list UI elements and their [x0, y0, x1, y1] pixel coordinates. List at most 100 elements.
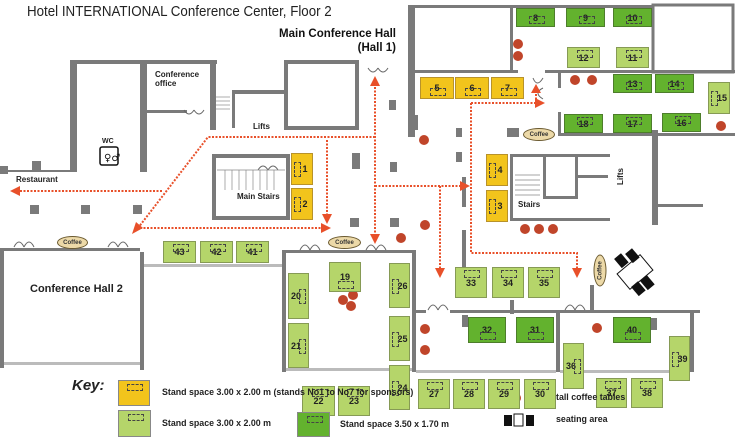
stand-11[interactable]: 11 [616, 47, 649, 68]
stand-number: 23 [348, 396, 359, 406]
stand-number: 17 [627, 118, 638, 129]
stand-31[interactable]: 31 [516, 317, 554, 343]
hall1-label-line1: Main Conference Hall [279, 28, 396, 40]
page-title: Hotel INTERNATIONAL Conference Center, F… [27, 4, 332, 20]
stand-number: 32 [481, 325, 492, 335]
stand-33[interactable]: 33 [455, 267, 487, 298]
stand-number: 35 [538, 277, 549, 288]
stand-15[interactable]: 15 [708, 82, 730, 114]
stand-3[interactable]: 3 [486, 190, 508, 222]
stand-20[interactable]: 20 [288, 273, 309, 319]
stand-12[interactable]: 12 [567, 47, 600, 68]
stand-6[interactable]: 6 [455, 77, 489, 99]
main-stairs-label: Main Stairs [237, 192, 280, 201]
seating-area [614, 248, 655, 297]
wc-icon [99, 146, 119, 166]
lifts-right-label: Lifts [615, 168, 625, 185]
stand-2[interactable]: 2 [291, 188, 313, 220]
hall1-label-line2: (Hall 1) [357, 42, 396, 54]
stand-number: 29 [498, 389, 509, 399]
stand-13[interactable]: 13 [613, 74, 652, 93]
svg-text:♀♂: ♀♂ [104, 153, 120, 164]
stand-22[interactable]: 22 [302, 386, 335, 416]
route-arrows [16, 80, 578, 272]
stand-7[interactable]: 7 [491, 77, 524, 99]
stand-41[interactable]: 41 [236, 241, 269, 263]
stand-number: 3 [497, 201, 503, 211]
key-coffee-tables-text: tall coffee tables [556, 392, 626, 403]
stand-35[interactable]: 35 [528, 267, 560, 298]
key-sponsor-text: Stand space 3.00 x 2.00 m (stands No1 to… [162, 387, 414, 398]
coffee-point: Coffee [593, 254, 607, 287]
stand-number: 39 [677, 353, 688, 364]
key-standard-text: Stand space 3.00 x 2.00 m [162, 418, 272, 429]
conference-hall-2-label: Conference Hall 2 [30, 283, 123, 295]
stand-number: 19 [339, 272, 350, 282]
stand-number: 8 [532, 12, 538, 23]
stand-number: 4 [497, 165, 503, 175]
seating-key-icon [504, 413, 534, 427]
coffee-point: Coffee [523, 128, 555, 141]
stand-40[interactable]: 40 [613, 317, 651, 343]
stand-number: 26 [397, 280, 408, 291]
stand-18[interactable]: 18 [564, 114, 603, 133]
coffee-point: Coffee [57, 236, 88, 249]
stand-32[interactable]: 32 [468, 317, 506, 343]
stand-number: 37 [606, 388, 617, 398]
stand-number: 38 [641, 388, 652, 398]
stand-38[interactable]: 38 [631, 378, 663, 408]
stand-25[interactable]: 25 [389, 316, 410, 361]
coffee-point: Coffee [328, 236, 361, 249]
stand-37[interactable]: 37 [596, 378, 627, 408]
stand-number: 40 [626, 325, 637, 335]
stand-36[interactable]: 36 [563, 343, 584, 389]
stand-30[interactable]: 30 [524, 379, 556, 409]
stand-16[interactable]: 16 [662, 113, 701, 132]
stand-number: 13 [627, 78, 638, 89]
stand-number: 2 [302, 199, 308, 209]
stand-number: 22 [313, 396, 324, 406]
main-conference-hall-label: Main Conference Hall (Hall 1) [279, 27, 396, 55]
stand-number: 10 [627, 12, 638, 23]
stand-1[interactable]: 1 [291, 153, 313, 185]
stand-4[interactable]: 4 [486, 154, 508, 186]
key-large-text: Stand space 3.50 x 1.70 m [340, 419, 450, 430]
stand-number: 25 [397, 333, 408, 344]
stand-21[interactable]: 21 [288, 323, 309, 368]
stand-number: 14 [669, 78, 680, 89]
stand-number: 41 [247, 247, 258, 257]
stand-number: 36 [565, 361, 576, 371]
key-heading: Key: [72, 377, 105, 394]
stand-28[interactable]: 28 [453, 379, 485, 409]
stand-39[interactable]: 39 [669, 336, 690, 381]
stand-42[interactable]: 42 [200, 241, 233, 263]
stand-23[interactable]: 23 [338, 386, 370, 416]
key-swatch-sponsor [118, 380, 150, 406]
stand-43[interactable]: 43 [163, 241, 196, 263]
key-swatch-standard [118, 410, 151, 437]
stand-19[interactable]: 19 [329, 262, 361, 292]
stand-17[interactable]: 17 [613, 114, 652, 133]
stand-29[interactable]: 29 [488, 379, 520, 409]
stand-26[interactable]: 26 [389, 263, 410, 308]
stand-number: 42 [211, 247, 222, 257]
stand-9[interactable]: 9 [566, 8, 605, 27]
stand-24[interactable]: 24 [389, 365, 410, 410]
stand-number: 30 [534, 389, 545, 399]
stand-number: 18 [578, 118, 589, 129]
stand-number: 15 [716, 93, 727, 103]
stand-8[interactable]: 8 [516, 8, 555, 27]
wc-label: WC [102, 138, 114, 145]
stand-number: 9 [582, 12, 588, 23]
stand-number: 31 [529, 325, 540, 335]
stand-5[interactable]: 5 [420, 77, 454, 99]
stand-10[interactable]: 10 [613, 8, 652, 27]
stand-34[interactable]: 34 [492, 267, 524, 298]
stand-27[interactable]: 27 [418, 379, 450, 409]
stand-number: 43 [174, 247, 185, 257]
stand-14[interactable]: 14 [655, 74, 694, 93]
stand-number: 34 [502, 277, 513, 288]
stand-number: 24 [397, 382, 408, 393]
conference-office-line1: Conference [155, 70, 200, 79]
